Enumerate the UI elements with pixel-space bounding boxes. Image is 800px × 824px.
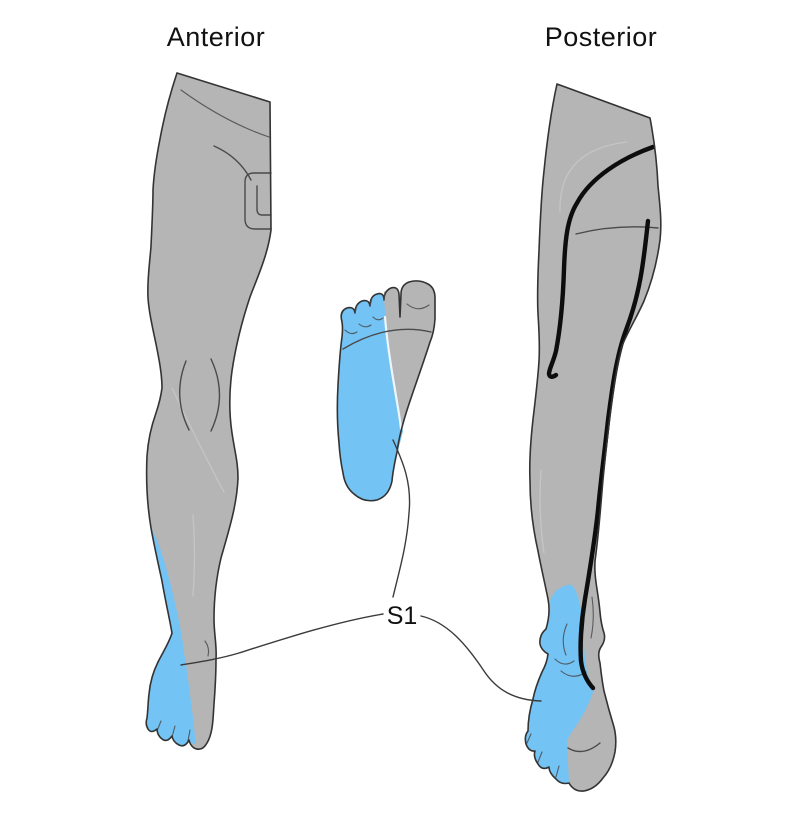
posterior-toe-cleft-lines: [526, 733, 560, 778]
posterior-leg-outline: [524, 83, 662, 792]
anterior-leg-outline: [145, 72, 272, 750]
plantar-view: [336, 280, 436, 502]
posterior-view: [524, 83, 662, 792]
ball-of-foot-crease: [342, 328, 432, 350]
s1-label: S1: [387, 602, 418, 630]
plantar-foot-outline: [336, 280, 436, 502]
knee-contour-lines: [178, 358, 221, 432]
leader-line-to-plantar-foot: [392, 439, 411, 598]
ankle-contour-lines: [554, 596, 594, 677]
plantar-s1-region: [337, 293, 403, 501]
dermatome-border-line-medial: [546, 144, 656, 379]
anterior-toe-cleft-lines: [156, 640, 210, 742]
anterior-shading-lines: [171, 387, 225, 597]
toe-base-creases: [344, 303, 430, 335]
annotation-group: S1: [180, 439, 542, 702]
gluteal-fold-line: [575, 226, 659, 235]
posterior-shading-lines: [539, 141, 628, 554]
big-toe-crease-line: [567, 742, 601, 753]
dermatome-border-line-lateral: [578, 218, 651, 691]
genital-contour: [244, 172, 272, 230]
plantar-boundary-highlight: [383, 315, 403, 431]
anterior-title: Anterior: [167, 22, 266, 52]
leader-line-to-posterior-foot: [420, 615, 542, 702]
hip-crease-line: [180, 89, 270, 138]
posterior-title: Posterior: [545, 22, 658, 52]
groin-line: [213, 145, 252, 181]
anterior-view: [145, 72, 272, 750]
leader-line-to-anterior-foot: [180, 613, 384, 666]
plantar-toe-cleft-lines: [354, 291, 386, 314]
anterior-leg-shape: [146, 73, 271, 750]
